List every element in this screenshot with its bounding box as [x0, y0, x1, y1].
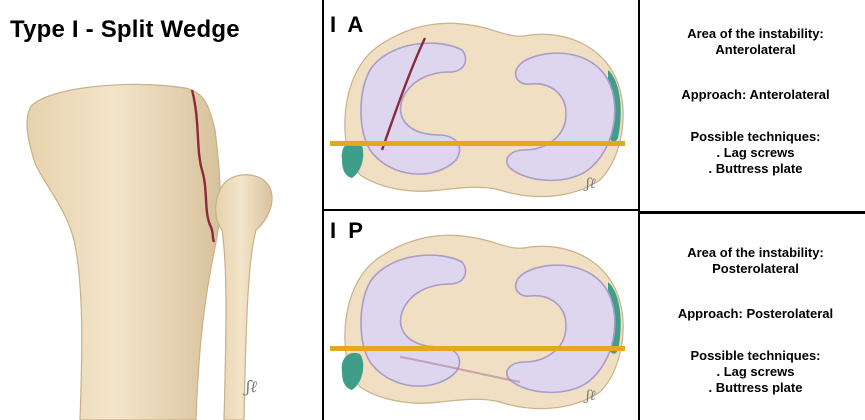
info-block-ip: Area of the instability: Posterolateral … — [648, 245, 863, 396]
techniques-label: Possible techniques: — [648, 348, 863, 364]
figure-title: Type I - Split Wedge — [10, 16, 240, 44]
info-block-ia: Area of the instability: Anterolateral A… — [648, 26, 863, 177]
cut-line-ia — [330, 141, 625, 146]
middle-divider-left — [322, 209, 638, 211]
technique-item: . Lag screws — [648, 364, 863, 380]
middle-divider-right — [640, 211, 865, 214]
area-value: Anterolateral — [648, 42, 863, 58]
approach-text: Approach: Anterolateral — [648, 87, 863, 103]
technique-item: . Buttress plate — [648, 161, 863, 177]
technique-item: . Buttress plate — [648, 380, 863, 396]
right-divider — [638, 0, 640, 420]
artist-signature: ʃℓ — [243, 377, 257, 396]
area-value: Posterolateral — [648, 261, 863, 277]
area-label: Area of the instability: — [648, 245, 863, 261]
technique-item: . Lag screws — [648, 145, 863, 161]
cut-line-ip — [330, 346, 625, 351]
tibia-bone — [27, 84, 220, 420]
fibula-bone — [216, 175, 272, 420]
techniques-label: Possible techniques: — [648, 129, 863, 145]
approach-text: Approach: Posterolateral — [648, 306, 863, 322]
plateau-illustration-ip: ʃℓ — [330, 222, 635, 417]
tibia-illustration: ʃℓ — [0, 60, 315, 420]
plateau-illustration-ia: ʃℓ — [330, 10, 635, 205]
area-label: Area of the instability: — [648, 26, 863, 42]
